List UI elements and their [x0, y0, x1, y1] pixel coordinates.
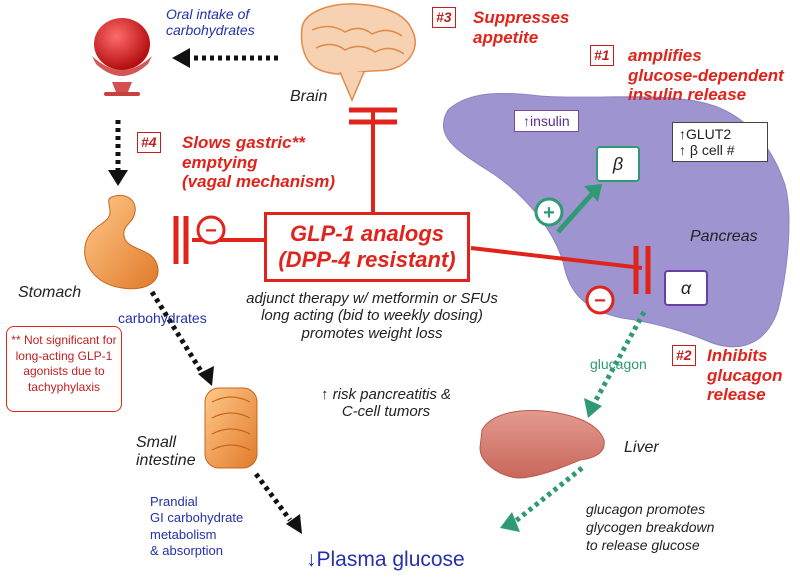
mechanism-3-text: Suppresses appetite [473, 8, 570, 47]
footnote-box: ** Not significant for long-acting GLP-1… [6, 326, 122, 412]
mechanism-1-number: #1 [590, 45, 614, 66]
mechanism-3-number: #3 [432, 7, 456, 28]
glucagon-promotes-notes: glucagon promotes glycogen breakdown to … [586, 501, 715, 554]
liver-label: Liver [624, 439, 659, 456]
stomach-label: Stomach [18, 284, 82, 301]
alpha-cell: α [664, 270, 708, 306]
mechanism-2-text: Inhibits glucagon release [707, 346, 783, 405]
stomach-icon [84, 195, 159, 290]
beta-cell: β [596, 146, 640, 182]
intestine-label: Small intestine [136, 434, 196, 470]
glucagon-label: glucagon [590, 356, 647, 372]
inhibition-connectors [173, 107, 651, 294]
mechanism-1-text: amplifies glucose-dependent insulin rele… [628, 46, 784, 105]
stimulation-plus-icon: + [534, 197, 564, 227]
page-title: GLP-1 analogs [289, 221, 445, 246]
svg-text:+: + [543, 202, 555, 224]
glp1-box: GLP-1 analogs (DPP-4 resistant) [264, 212, 470, 282]
beta-stimulation-arrow [556, 184, 602, 234]
oral-intake-label: Oral intake of carbohydrates [166, 6, 255, 39]
liver-icon [479, 410, 605, 479]
dotted-arrowheads [108, 48, 302, 534]
plasma-glucose-label: ↓Plasma glucose [306, 548, 465, 571]
glut2-box: ↑GLUT2 ↑ β cell # [672, 122, 768, 162]
pancreas-label: Pancreas [690, 228, 758, 245]
alpha-minus-icon: − [585, 285, 615, 315]
dessert-cup-icon [92, 18, 152, 96]
dotted-pathway-arrows [115, 55, 293, 522]
glucagon-pathway-arrows [510, 310, 647, 526]
mechanism-2-number: #2 [672, 345, 696, 366]
mechanism-4-text: Slows gastric** emptying (vagal mechanis… [182, 133, 336, 192]
prandial-notes: Prandial GI carbohydrate metabolism & ab… [150, 494, 244, 558]
mechanism-4-number: #4 [137, 132, 161, 153]
brain-label: Brain [290, 88, 328, 105]
insulin-label: ↑insulin [514, 110, 579, 132]
stomach-minus-icon: − [196, 215, 226, 245]
therapy-notes: adjunct therapy w/ metformin or SFUs lon… [246, 290, 498, 342]
risk-notes: ↑ risk pancreatitis & C-cell tumors [320, 386, 452, 421]
svg-text:−: − [594, 290, 606, 312]
svg-text:−: − [205, 220, 217, 242]
page-subtitle: (DPP-4 resistant) [278, 247, 456, 272]
glucagon-arrowheads [500, 398, 602, 532]
carbohydrates-label: carbohydrates [118, 310, 207, 326]
small-intestine-icon [204, 387, 258, 469]
brain-icon [300, 3, 416, 102]
